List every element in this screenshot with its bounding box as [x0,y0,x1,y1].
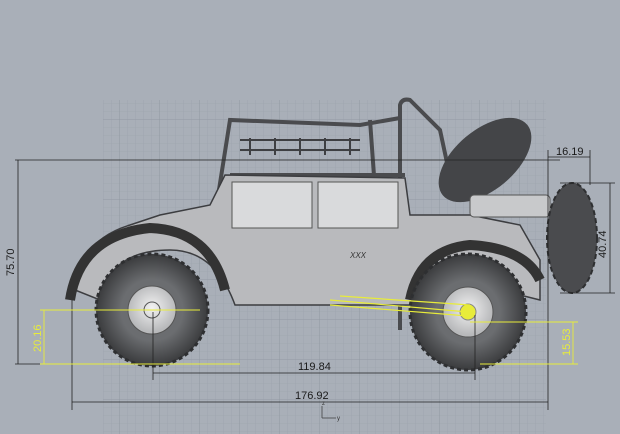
dim-rear-axle-height[interactable]: 15.53 [561,328,573,356]
window-rear [317,181,399,229]
dim-spare-offset[interactable]: 16.19 [556,146,584,158]
fender-front [65,222,230,301]
dim-wheelbase[interactable]: 119.84 [298,361,331,373]
roof-rack [240,138,360,155]
highlight-dimension-lines [40,309,578,365]
axis-indicator [321,406,336,419]
axis-label-z: z [322,401,325,407]
spare-tire [546,182,598,294]
vehicle-badge: XXX [349,251,367,260]
dim-spare-diameter[interactable]: 40.74 [597,230,609,258]
dim-front-axle-height[interactable]: 20.16 [32,324,44,352]
dim-overall-height[interactable]: 75.70 [5,248,17,276]
vehicle-model: XXX [65,97,598,372]
window-front [231,181,313,229]
fender-rear [405,239,545,302]
exhaust-pipe [469,194,551,218]
axis-label-y: y [337,416,340,422]
dim-overall-length[interactable]: 176.92 [295,390,329,402]
dimension-lines [15,150,615,410]
suspension-links-highlight [329,295,471,317]
